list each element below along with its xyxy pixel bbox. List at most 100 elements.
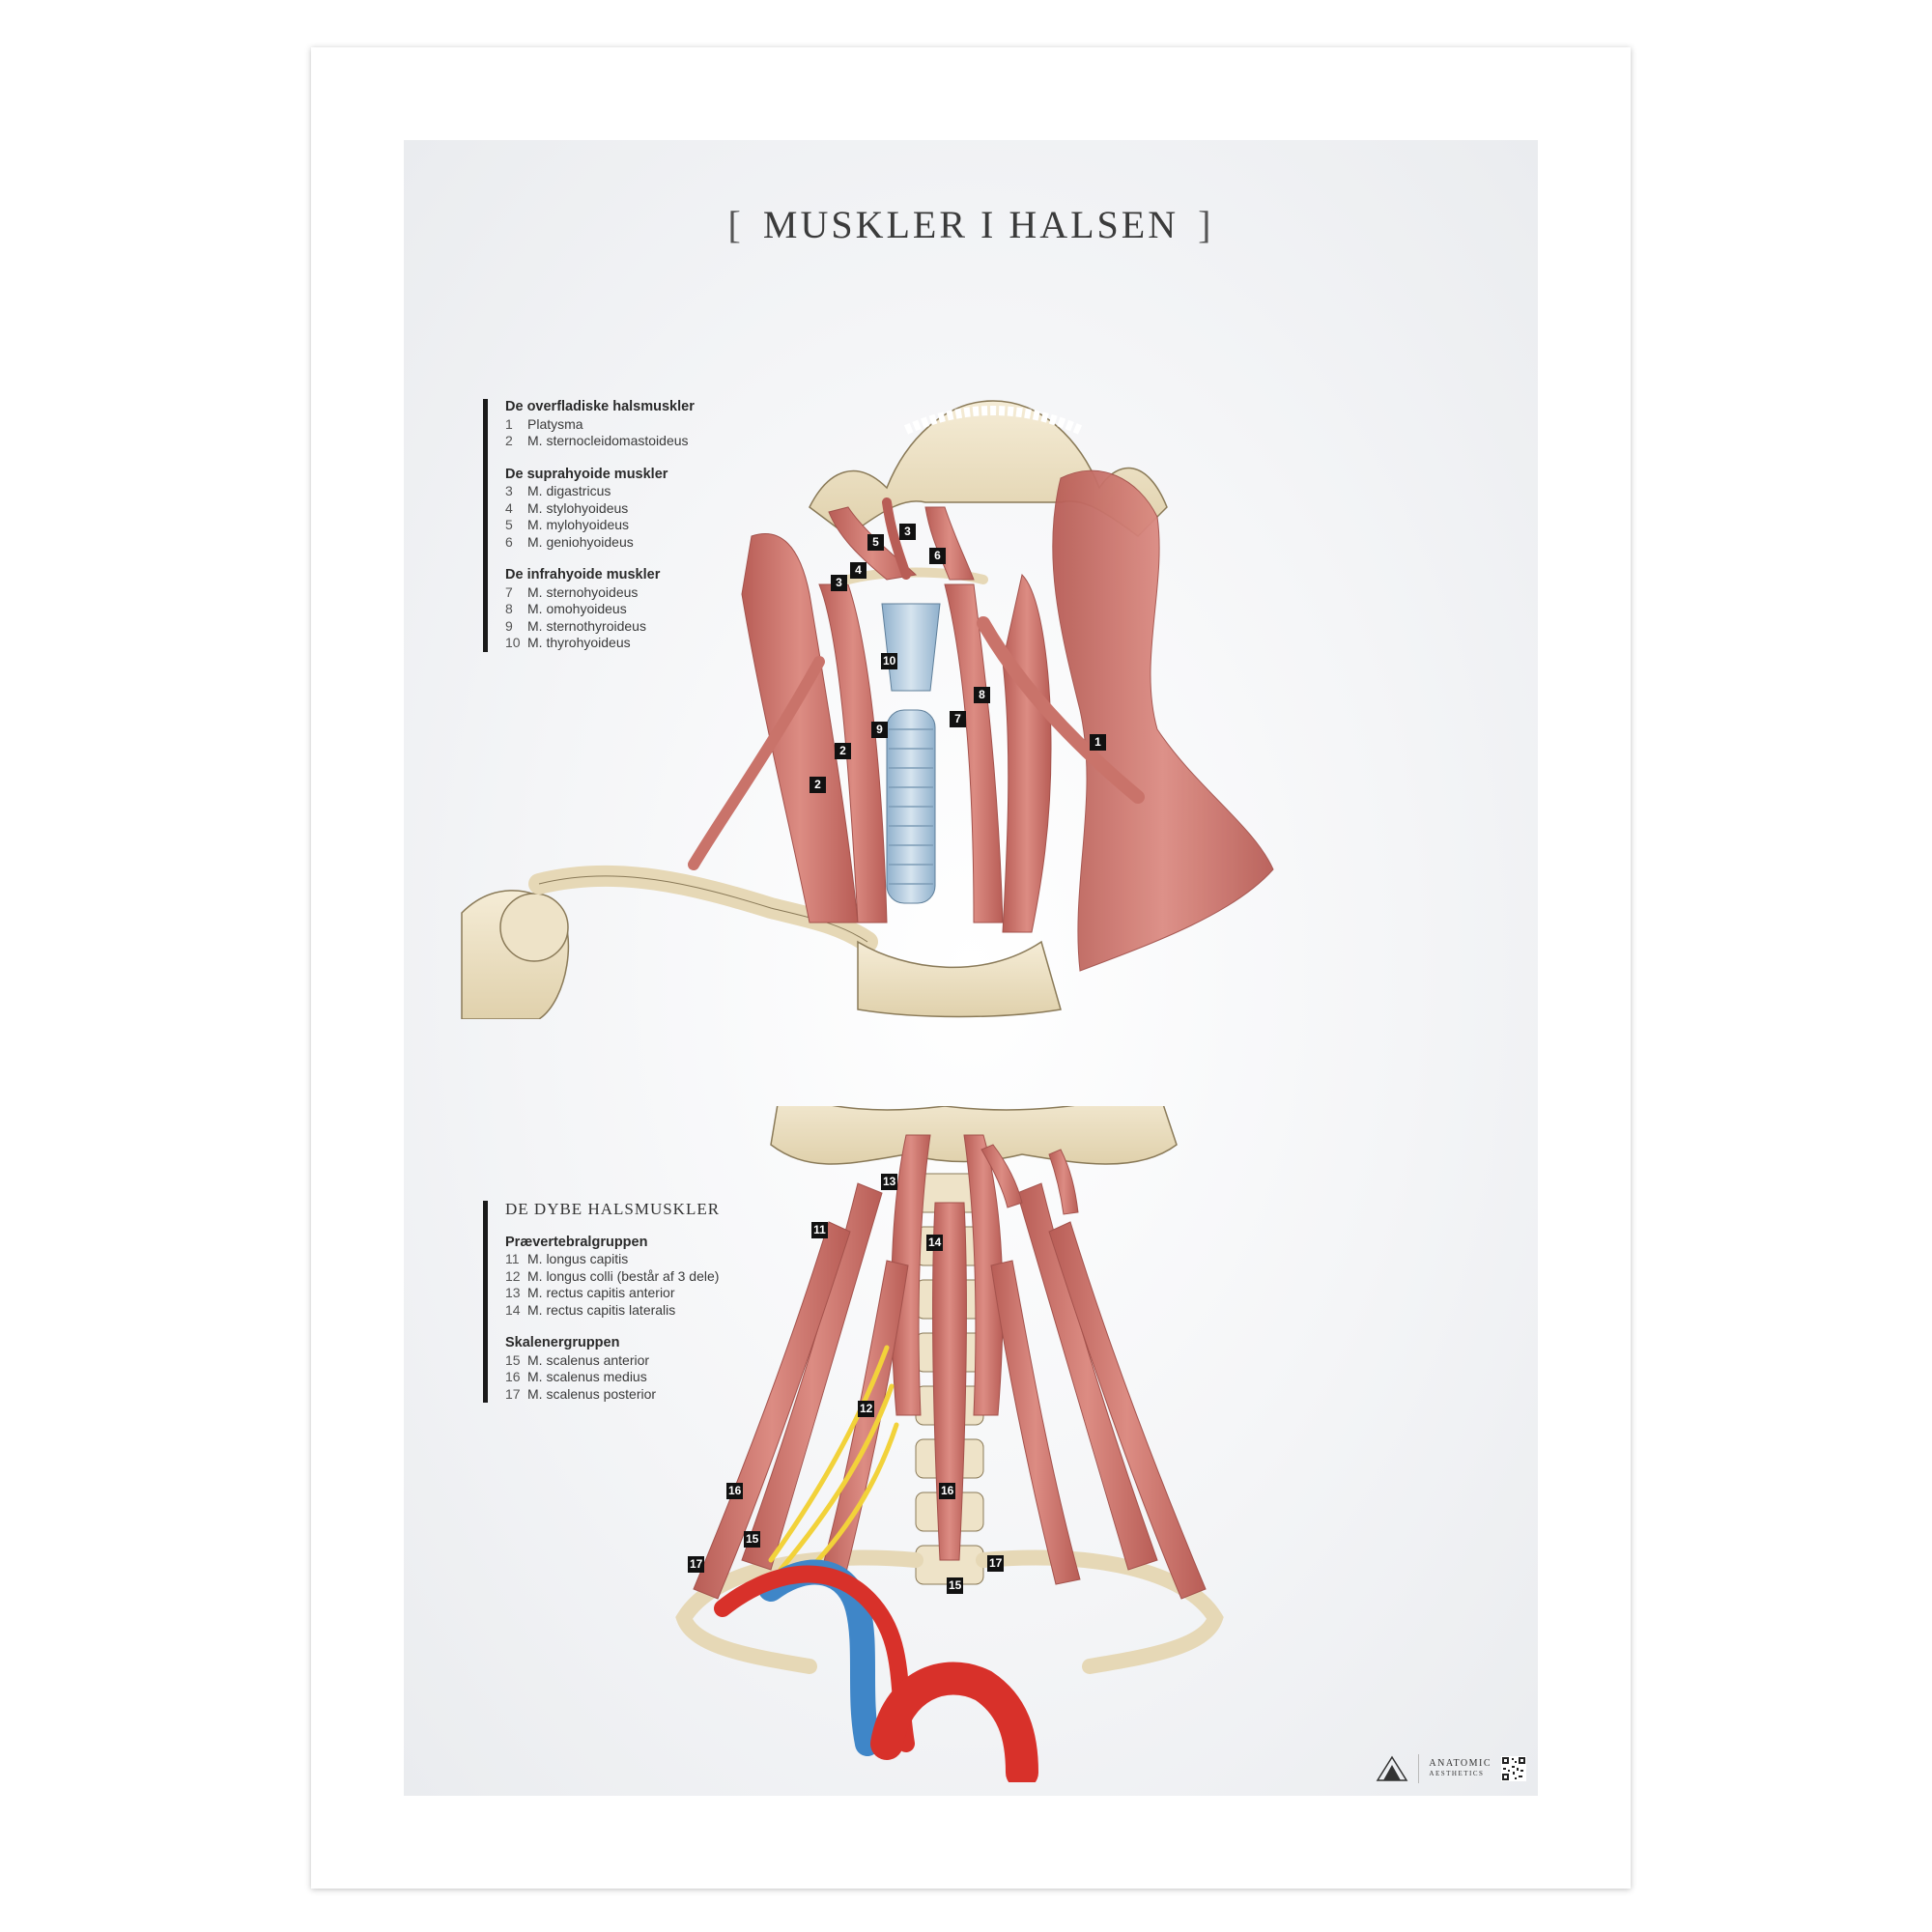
legend-item: 7 M. sternohyoideus — [505, 584, 795, 602]
label-badge: 1 — [1090, 734, 1106, 751]
brand-tagline: AESTHETICS — [1429, 1770, 1485, 1777]
label-badge: 9 — [871, 722, 888, 738]
deep-neck-illustration — [675, 1106, 1224, 1782]
legend-item: 13 M. rectus capitis anterior — [505, 1285, 795, 1302]
sternocleidomastoid-left — [741, 533, 859, 923]
legend-label: M. longus colli (består af 3 dele) — [527, 1267, 720, 1284]
longus-colli — [932, 1202, 967, 1561]
title-bracket-close: ] — [1198, 203, 1214, 246]
label-badge: 2 — [835, 743, 851, 759]
digastric — [882, 497, 911, 580]
label-badge: 7 — [950, 711, 966, 727]
poster-frame: [MUSKLER I HALSEN] De overfladiske halsm… — [311, 47, 1631, 1889]
clavicle-outline — [538, 875, 868, 943]
legend-group-heading: Prævertebralgruppen — [505, 1234, 648, 1250]
legend-num: 11 — [505, 1251, 520, 1266]
brand-mark: ANATOMIC AESTHETICS — [1376, 1754, 1526, 1783]
figure-deep-neck: 11 13 14 12 16 16 15 17 15 17 — [404, 1106, 1538, 1782]
sternohyoid-right — [944, 583, 1004, 923]
label-badge: 14 — [926, 1235, 944, 1251]
legend-label: M. digastricus — [527, 483, 611, 498]
legend-group: De infrahyoide muskler 7 M. sternohyoideu… — [505, 567, 795, 652]
label-badge: 10 — [881, 653, 898, 669]
label-badge: 15 — [744, 1531, 761, 1548]
legend-label: M. thyrohyoideus — [527, 635, 631, 650]
anterior-neck-illustration — [461, 400, 1274, 1019]
sternothyroid-left — [818, 583, 888, 923]
legend-item: 1 Platysma — [505, 416, 795, 434]
label-badge: 15 — [947, 1577, 964, 1594]
figure-anterior-neck: 5 3 6 4 3 10 8 7 9 2 2 1 — [404, 343, 1538, 1019]
legend-num: 3 — [505, 483, 513, 498]
humeral-head — [499, 893, 569, 962]
longus-capitis — [891, 1134, 931, 1416]
legend-label: M. sternohyoideus — [527, 583, 639, 600]
manubrium-bone — [857, 940, 1062, 1018]
brand-divider — [1418, 1754, 1420, 1783]
legend-label: M. scalenus anterior — [527, 1351, 650, 1368]
legend-num: 16 — [505, 1369, 521, 1384]
legend-num: 15 — [505, 1351, 521, 1368]
legend-label: M. omohyoideus — [527, 601, 627, 616]
label-badge: 6 — [929, 548, 946, 564]
label-badge: 16 — [939, 1483, 956, 1499]
legend-num: 1 — [505, 415, 513, 432]
legend-item: 3 M. digastricus — [505, 483, 795, 500]
scalenus-posterior-left — [693, 1221, 851, 1600]
omohyoid-left — [688, 656, 825, 870]
poster-title: [MUSKLER I HALSEN] — [404, 202, 1538, 247]
sternocleidomastoid-right — [1002, 574, 1052, 933]
legend-label: M. sternocleidomastoideus — [527, 433, 689, 448]
scalenus-anterior-right — [990, 1260, 1081, 1585]
brand-name: ANATOMIC — [1429, 1758, 1492, 1769]
legend-item: 15 M. scalenus anterior — [505, 1352, 795, 1370]
legend-label: M. rectus capitis anterior — [527, 1285, 675, 1300]
legend-label: M. mylohyoideus — [527, 517, 630, 532]
legend-group-heading: De suprahyoide muskler — [505, 466, 668, 482]
label-badge: 12 — [858, 1401, 875, 1417]
legend-label: M. geniohyoideus — [527, 533, 634, 550]
label-badge: 3 — [899, 524, 916, 540]
legend-item: 11 M. longus capitis — [505, 1251, 795, 1268]
legend-label: M. stylohyoideus — [527, 499, 629, 516]
legend-label: M. longus capitis — [527, 1251, 629, 1266]
label-badge: 16 — [726, 1483, 744, 1499]
legend-num: 7 — [505, 583, 513, 600]
qr-code-icon[interactable] — [1501, 1756, 1526, 1781]
geniohyoid — [924, 506, 975, 581]
poster: [MUSKLER I HALSEN] De overfladiske halsm… — [404, 140, 1538, 1796]
rectus-capitis-anterior — [980, 1144, 1023, 1208]
thyroid-cartilage — [881, 603, 941, 692]
omohyoid — [977, 616, 1145, 804]
legend-label: M. sternothyroideus — [527, 617, 646, 634]
title-text: MUSKLER I HALSEN — [762, 203, 1179, 246]
legend-num: 8 — [505, 601, 513, 616]
rectus-capitis-lateralis — [1048, 1149, 1079, 1215]
legend-item: 10 M. thyrohyoideus — [505, 635, 795, 652]
legend-item: 6 M. geniohyoideus — [505, 534, 795, 552]
legend-num: 6 — [505, 533, 513, 550]
legend-num: 5 — [505, 517, 513, 532]
label-badge: 8 — [974, 687, 990, 703]
legend-label: Platysma — [527, 415, 583, 432]
legend-label: M. scalenus medius — [527, 1369, 647, 1384]
brand-logo-icon — [1377, 1755, 1408, 1781]
label-badge: 2 — [810, 777, 826, 793]
label-badge: 11 — [811, 1222, 828, 1238]
legend-num: 13 — [505, 1285, 521, 1300]
legend-label: M. scalenus posterior — [527, 1385, 657, 1402]
legend-group-heading: De infrahyoide muskler — [505, 567, 661, 582]
legend-num: 12 — [505, 1267, 521, 1284]
legend-item: 12 M. longus colli (består af 3 dele) — [505, 1268, 795, 1286]
legend-num: 17 — [505, 1385, 521, 1402]
legend-num: 10 — [505, 635, 521, 650]
legend-deep: DE DYBE HALSMUSKLER Prævertebralgruppen … — [483, 1201, 795, 1403]
